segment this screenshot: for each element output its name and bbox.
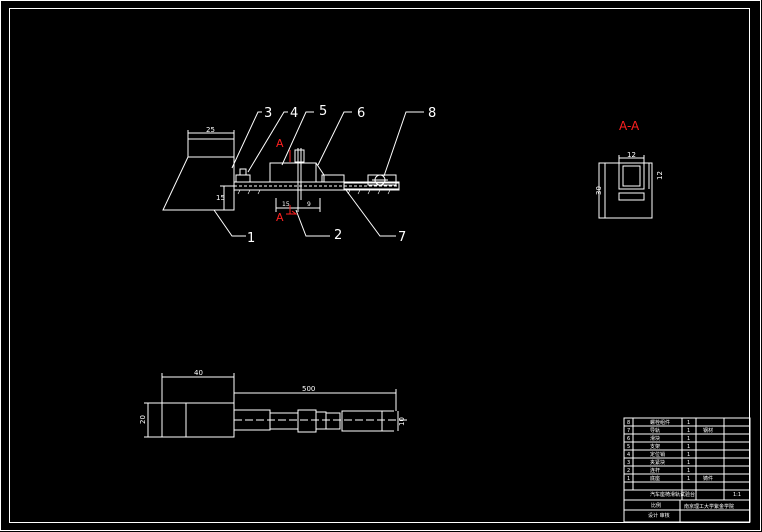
svg-text:1: 1 [687, 452, 690, 458]
dim-500: 500 [302, 385, 315, 393]
svg-text:1: 1 [687, 428, 690, 434]
section-a-a-view: A-A 12 12 30 [595, 119, 664, 219]
leader-2 [295, 209, 330, 237]
svg-text:1: 1 [687, 444, 690, 450]
svg-text:钢材: 钢材 [703, 427, 713, 434]
dim-9: 9 [307, 201, 311, 208]
inner-border [9, 8, 750, 523]
svg-text:滑块: 滑块 [650, 435, 660, 442]
svg-text:1: 1 [627, 476, 630, 482]
dim-20: 20 [139, 415, 147, 424]
svg-text:定位销: 定位销 [650, 451, 665, 458]
title-block: 8 螺栓组件 1 7 导轨 1 钢材 6 滑块 1 5 支架 1 4 定位销 1… [623, 417, 751, 523]
dim-25: 25 [206, 126, 215, 134]
leader-4 [247, 111, 288, 173]
svg-text:比例: 比例 [651, 502, 661, 509]
part-number-6: 6 [357, 106, 365, 121]
part-number-5: 5 [319, 104, 327, 119]
svg-text:4: 4 [627, 452, 630, 458]
svg-text:1: 1 [687, 468, 690, 474]
svg-text:8: 8 [627, 420, 630, 426]
leader-7 [345, 189, 396, 237]
svg-text:连杆: 连杆 [650, 467, 660, 474]
svg-text:7: 7 [627, 428, 630, 434]
svg-text:3: 3 [627, 460, 630, 466]
svg-text:1: 1 [687, 476, 690, 482]
dim-10: 10 [398, 417, 406, 426]
dim-15-vertical: 15 [216, 194, 225, 202]
dim-30: 30 [595, 186, 603, 195]
svg-text:导轨: 导轨 [650, 427, 660, 434]
part-3-clamp [235, 174, 251, 183]
svg-text:1: 1 [687, 436, 690, 442]
motor-block [161, 402, 235, 438]
section-title: A-A [619, 119, 640, 133]
side-view: 40 500 20 10 [139, 369, 410, 438]
svg-text:5: 5 [627, 444, 630, 450]
part-5-bracket [269, 162, 317, 183]
shaft-end [341, 410, 383, 432]
part-number-2: 2 [334, 228, 342, 243]
svg-text:1: 1 [687, 420, 690, 426]
leader-1 [213, 209, 246, 237]
dim-15-horizontal: 15 [282, 201, 290, 208]
svg-text:1:1: 1:1 [733, 492, 741, 498]
svg-text:底座: 底座 [650, 475, 660, 482]
svg-text:1: 1 [687, 460, 690, 466]
leader-3 [231, 111, 262, 169]
drawing-title: 汽车座椅滑轨试验台 [650, 491, 695, 498]
section-mark-top: A [276, 137, 284, 150]
section-mark-bottom: A [276, 211, 284, 224]
svg-text:螺栓组件: 螺栓组件 [650, 419, 670, 426]
part-number-8: 8 [428, 106, 436, 121]
part-number-4: 4 [290, 106, 298, 121]
part-number-3: 3 [264, 106, 272, 121]
svg-text:设计 审核: 设计 审核 [648, 512, 670, 519]
dim-40: 40 [194, 369, 203, 377]
school-name: 南京理工大学紫金学院 [684, 503, 734, 510]
main-assembly-view: 3 4 5 6 8 1 2 7 25 15 15 9 A A [162, 104, 436, 246]
leader-5 [281, 111, 314, 166]
svg-text:铸件: 铸件 [703, 475, 713, 482]
svg-text:2: 2 [627, 468, 630, 474]
part-1-base [162, 138, 235, 211]
svg-text:夹紧块: 夹紧块 [650, 459, 665, 466]
coupling [297, 409, 317, 433]
leader-6 [317, 111, 352, 166]
leader-8 [383, 111, 424, 177]
svg-text:6: 6 [627, 436, 630, 442]
dim-12-height: 12 [656, 171, 664, 180]
part-number-1: 1 [247, 231, 255, 246]
svg-text:支架: 支架 [650, 443, 660, 450]
dim-12-width: 12 [627, 151, 636, 159]
part-number-7: 7 [398, 230, 406, 245]
